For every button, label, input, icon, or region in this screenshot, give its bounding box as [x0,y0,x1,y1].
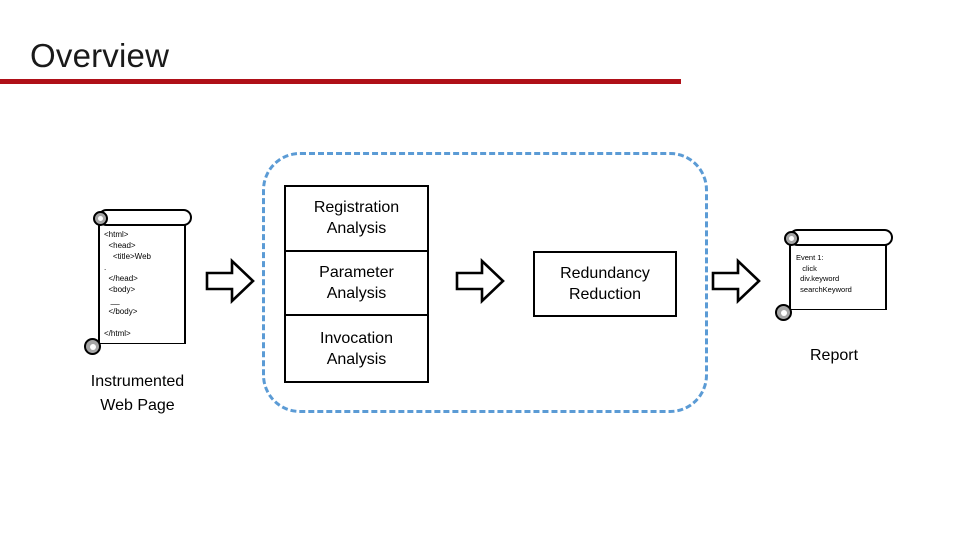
redundancy-reduction-box[interactable]: Redundancy Reduction [533,251,677,317]
scroll-top-roll [789,229,893,246]
stage-label-line-2: Analysis [326,284,387,302]
redundancy-label-line-1: Redundancy [560,265,650,282]
scroll-curl-top-icon [784,231,799,246]
stage-label-line-2: Analysis [326,350,387,368]
stage-label-line-1: Invocation [320,329,393,347]
arrow-page-to-analysis-icon [205,258,255,304]
stage-label-line-1: Registration [313,199,400,217]
report-caption: Report [809,347,859,364]
analysis-stage-invocation[interactable]: Invocation Analysis [286,316,427,381]
report-event-log: Event 1: click div.keyword searchKeyword [796,253,852,294]
scroll-curl-bottom-icon [84,338,101,355]
page-title: Overview [30,37,170,74]
instrumented-web-page-caption: Instrumented Web Page [60,370,215,418]
document-body [98,223,186,345]
html-source-code: <html> <head> <title>Web . </head> <body… [104,230,151,338]
caption-line-1: Instrumented [90,373,185,390]
title-divider-rule [0,79,681,84]
scroll-bottom-edge [789,310,887,313]
caption-line-2: Web Page [100,397,175,414]
redundancy-label-line-2: Reduction [568,286,642,303]
analysis-stage-stack: Registration Analysis Parameter Analysis… [284,185,429,383]
analysis-engine-group [262,152,708,413]
scroll-curl-top-icon [93,211,108,226]
arrow-redundancy-to-report-icon [711,258,761,304]
stage-label-line-2: Analysis [326,220,387,238]
report-document: Event 1: click div.keyword searchKeyword [775,229,893,323]
scroll-top-roll [98,209,192,226]
stage-label-line-1: Parameter [319,263,394,281]
analysis-stage-registration[interactable]: Registration Analysis [286,187,427,252]
analysis-stage-parameter[interactable]: Parameter Analysis [286,252,427,317]
scroll-curl-bottom-icon [775,304,792,321]
instrumented-web-page-document: <html> <head> <title>Web . </head> <body… [84,209,192,357]
scroll-bottom-edge [98,344,186,347]
arrow-analysis-to-redundancy-icon [455,258,505,304]
